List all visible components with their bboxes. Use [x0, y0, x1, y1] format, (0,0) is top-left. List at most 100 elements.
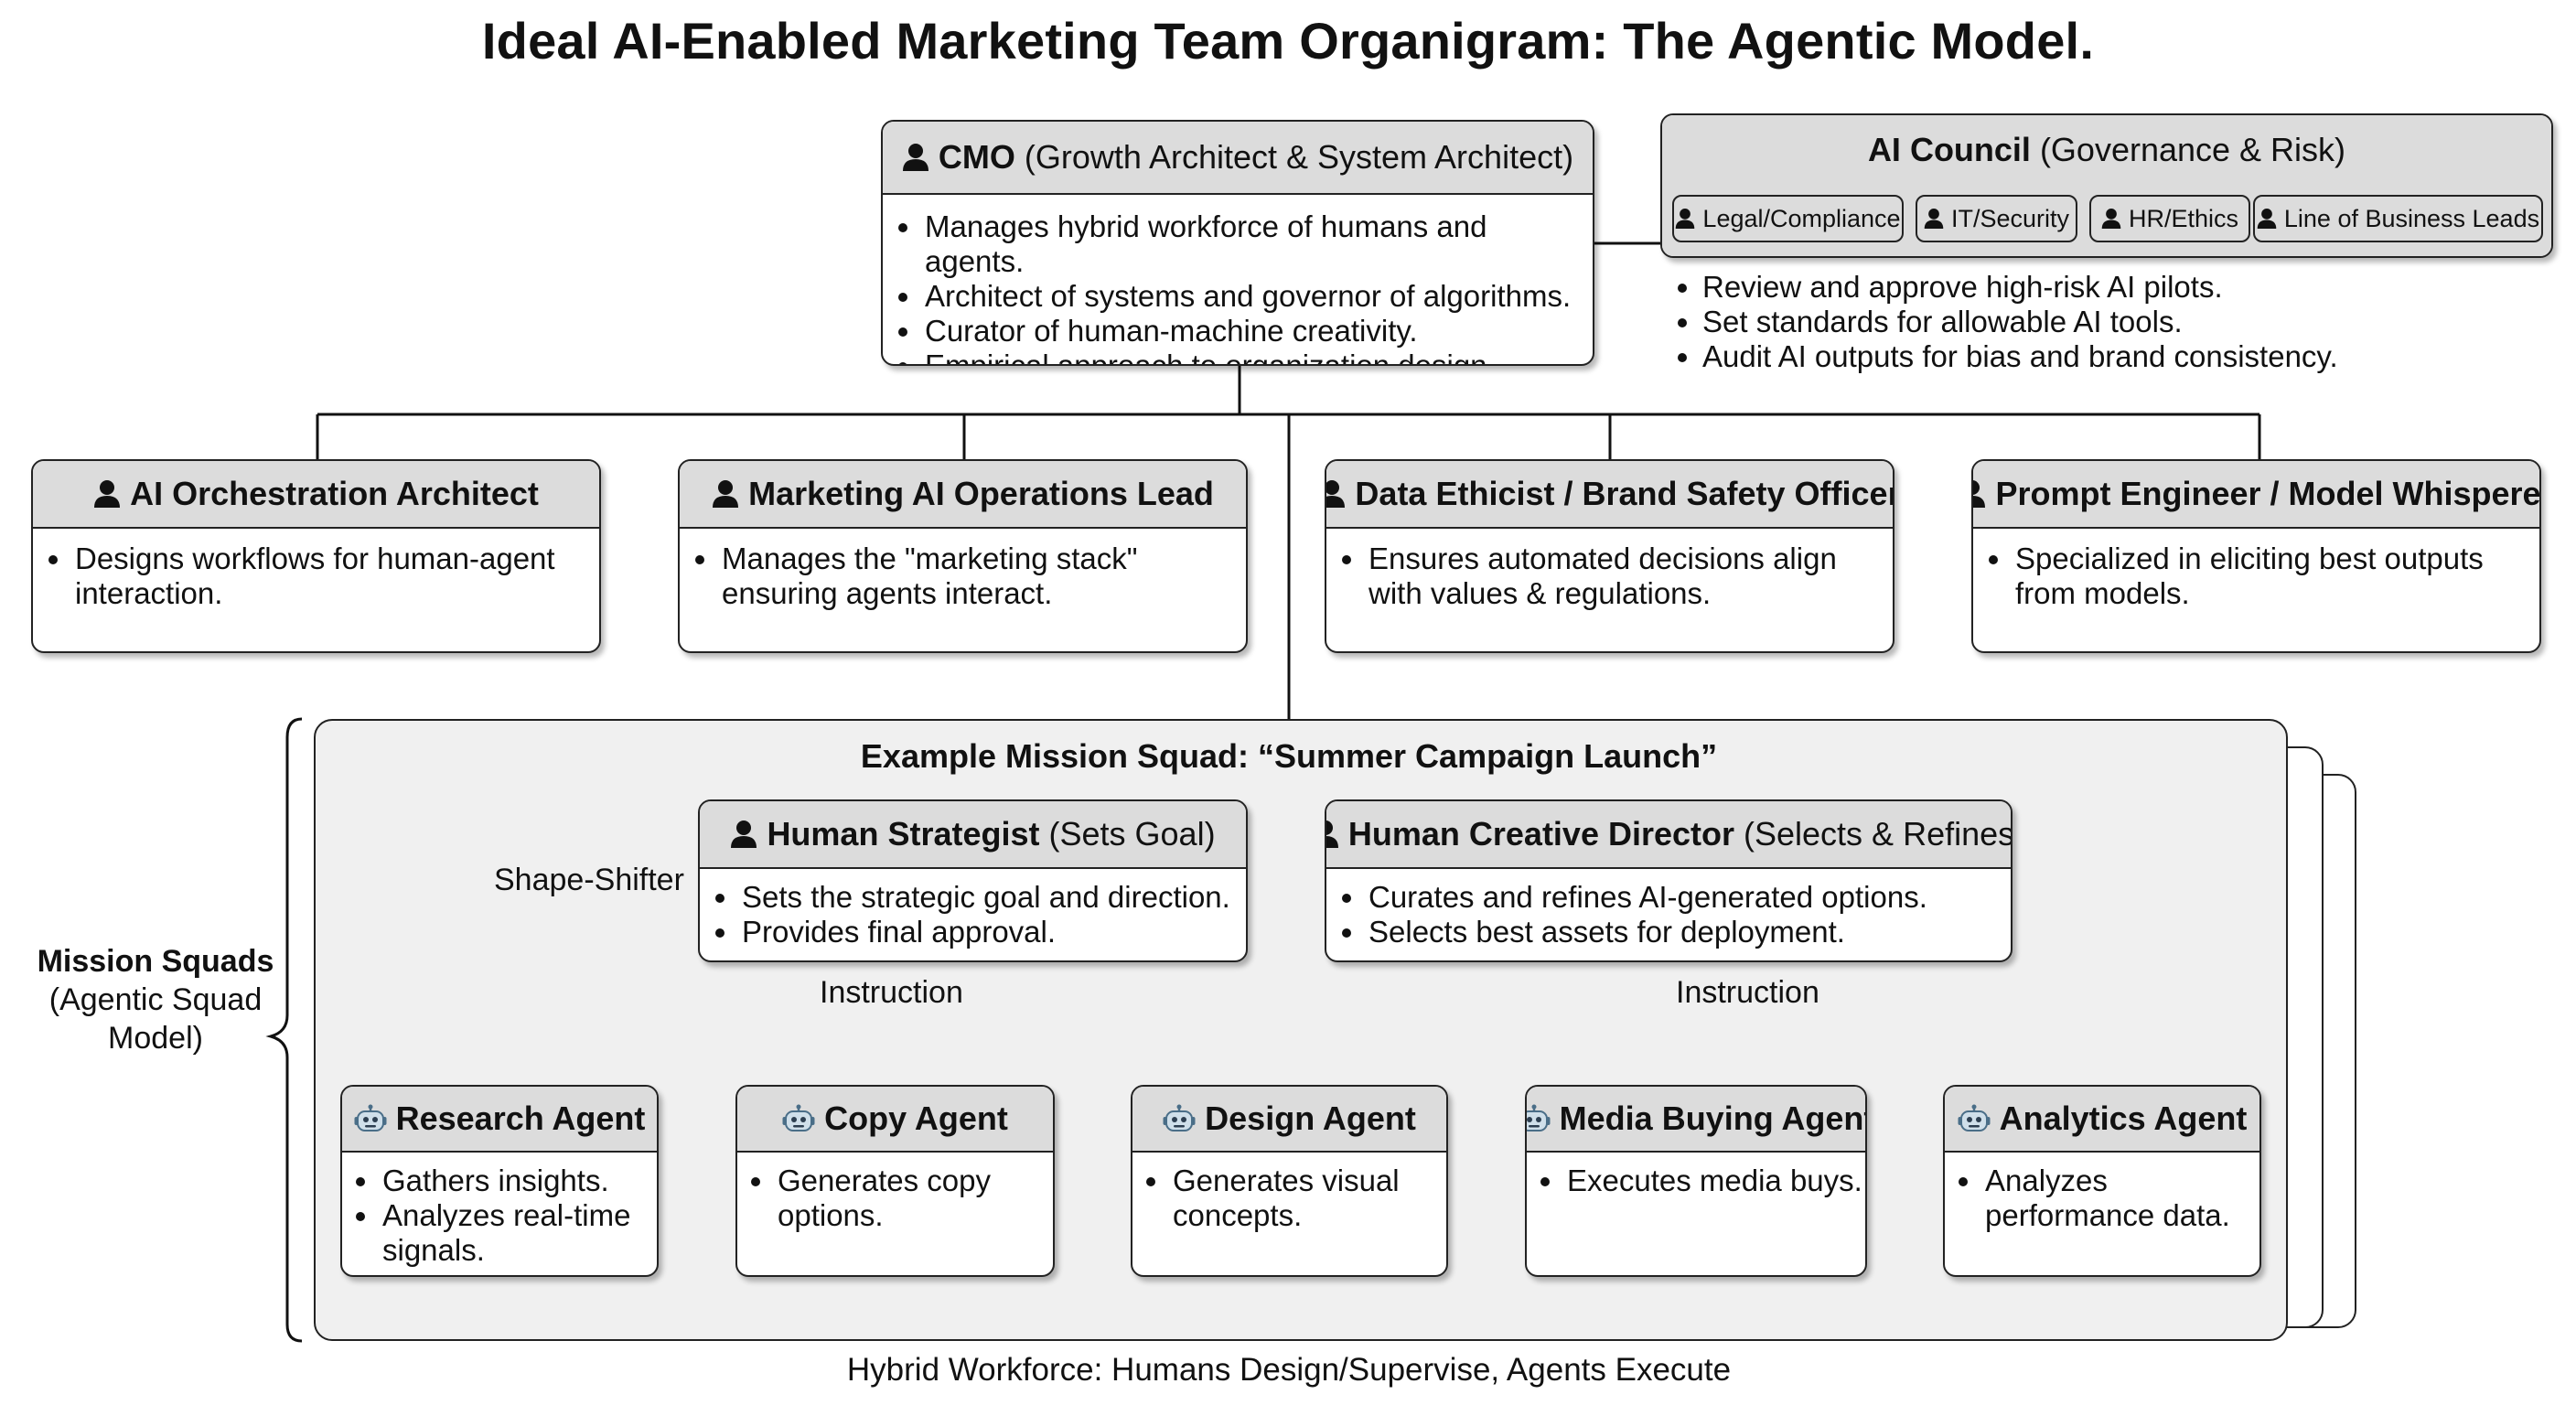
agent-bullets: Analyzes performance data. — [1945, 1164, 2259, 1233]
agent-name: Copy Agent — [824, 1099, 1008, 1137]
human-creative-director-box: Human Creative Director (Selects & Refin… — [1325, 799, 2012, 962]
strategist-bullets: Sets the strategic goal and direction. P… — [700, 880, 1246, 949]
strategist-header: Human Strategist (Sets Goal) — [700, 801, 1246, 869]
agent-header: Design Agent — [1132, 1087, 1446, 1153]
agent-header: Copy Agent — [737, 1087, 1053, 1153]
robot-icon — [354, 1104, 387, 1133]
person-icon — [1326, 820, 1339, 849]
council-member-label: Legal/Compliance — [1702, 204, 1901, 232]
council-member-legal: Legal/Compliance — [1672, 195, 1904, 242]
role-bullets: Ensures automated decisions align with v… — [1326, 542, 1893, 611]
council-member-lob-leads: Line of Business Leads — [2253, 195, 2543, 242]
person-icon — [93, 479, 121, 509]
creative-director-bullet: Curates and refines AI-generated options… — [1367, 880, 2011, 915]
role-title: Marketing AI Operations Lead — [748, 475, 1214, 512]
cmo-bullet: Curator of human-machine creativity. — [923, 314, 1593, 349]
cmo-box: CMO (Growth Architect & System Architect… — [881, 120, 1594, 366]
person-icon — [712, 479, 739, 509]
cmo-bullet: Manages hybrid workforce of humans and a… — [923, 209, 1593, 279]
agent-name: Design Agent — [1205, 1099, 1416, 1137]
person-icon — [730, 820, 757, 849]
mission-squads-sub: (Agentic Squad — [48, 982, 263, 1017]
agent-bullets: Generates copy options. — [737, 1164, 1053, 1233]
agent-bullet: Gathers insights. — [381, 1164, 657, 1198]
agent-bullet: Analyzes performance data. — [1983, 1164, 2259, 1233]
agent-bullets: Executes media buys. — [1527, 1164, 1865, 1198]
agent-name: Analytics Agent — [1999, 1099, 2248, 1137]
strategist-bullet: Provides final approval. — [740, 915, 1246, 949]
agent-bullet: Executes media buys. — [1565, 1164, 1865, 1198]
human-strategist-box: Human Strategist (Sets Goal) Sets the st… — [698, 799, 1248, 962]
strategist-name: Human Strategist — [767, 815, 1040, 853]
person-icon — [2101, 208, 2121, 230]
council-member-hr-ethics: HR/Ethics — [2089, 195, 2250, 242]
mission-squads-label: Mission Squads (Agentic Squad Model) — [18, 942, 293, 1057]
council-member-label: Line of Business Leads — [2283, 204, 2540, 232]
role-title: Data Ethicist / Brand Safety Officer — [1355, 475, 1894, 512]
role-prompt-engineer: Prompt Engineer / Model Whisperer Specia… — [1971, 459, 2541, 653]
role-desc: Designs workflows for human-agent intera… — [73, 542, 599, 611]
agent-header: Research Agent — [342, 1087, 657, 1153]
person-icon — [1675, 208, 1695, 230]
strategist-qualifier: (Sets Goal) — [1048, 815, 1216, 853]
instruction-label-right: Instruction — [1676, 975, 1819, 1010]
person-icon — [1973, 479, 1986, 509]
shape-shifter-label: Shape-Shifter — [494, 863, 684, 897]
cmo-bullet: Architect of systems and governor of alg… — [923, 279, 1593, 314]
agent-bullet: Generates visual concepts. — [1171, 1164, 1446, 1233]
role-desc: Specialized in eliciting best outputs fr… — [2013, 542, 2539, 611]
ai-council-bullet: Review and approve high-risk AI pilots. — [1702, 270, 2557, 305]
robot-icon — [1958, 1104, 1991, 1133]
person-icon — [1924, 208, 1944, 230]
person-icon — [1326, 479, 1346, 509]
agent-header: Media Buying Agent — [1527, 1087, 1865, 1153]
agent-bullet: Analyzes real-time signals. — [381, 1198, 657, 1268]
role-title: Prompt Engineer / Model Whisperer — [1995, 475, 2541, 512]
page-title: Ideal AI-Enabled Marketing Team Organigr… — [481, 12, 2095, 70]
agent-header: Analytics Agent — [1945, 1087, 2259, 1153]
agent-name: Media Buying Agent — [1559, 1099, 1867, 1137]
agent-design: Design Agent Generates visual concepts. — [1131, 1085, 1448, 1277]
council-member-label: IT/Security — [1950, 204, 2070, 232]
council-member-it-security: IT/Security — [1916, 195, 2077, 242]
robot-icon — [1527, 1104, 1551, 1133]
agent-bullets: Generates visual concepts. — [1132, 1164, 1446, 1233]
ai-council-qualifier: (Governance & Risk) — [2039, 131, 2346, 168]
role-bullets: Designs workflows for human-agent intera… — [33, 542, 599, 611]
agent-bullets: Gathers insights. Analyzes real-time sig… — [342, 1164, 657, 1268]
role-data-ethicist: Data Ethicist / Brand Safety Officer Ens… — [1325, 459, 1894, 653]
role-desc: Ensures automated decisions align with v… — [1367, 542, 1893, 611]
cmo-role: CMO — [938, 138, 1015, 176]
instruction-label-left: Instruction — [820, 975, 963, 1010]
squad-title: Example Mission Squad: “Summer Campaign … — [860, 737, 1718, 775]
cmo-header: CMO (Growth Architect & System Architect… — [883, 122, 1593, 195]
ai-council-bullet: Audit AI outputs for bias and brand cons… — [1702, 339, 2557, 374]
robot-icon — [1163, 1104, 1196, 1133]
role-desc: Manages the "marketing stack" ensuring a… — [720, 542, 1246, 611]
agent-research: Research Agent Gathers insights. Analyze… — [340, 1085, 659, 1277]
creative-director-name: Human Creative Director — [1347, 815, 1735, 853]
creative-director-qualifier: (Selects & Refines) — [1744, 815, 2012, 853]
role-bullets: Specialized in eliciting best outputs fr… — [1973, 542, 2539, 611]
creative-director-bullets: Curates and refines AI-generated options… — [1326, 880, 2011, 949]
ai-council-bullet: Set standards for allowable AI tools. — [1702, 305, 2557, 339]
agent-bullet: Generates copy options. — [776, 1164, 1053, 1233]
agent-media-buying: Media Buying Agent Executes media buys. — [1525, 1085, 1867, 1277]
role-bullets: Manages the "marketing stack" ensuring a… — [680, 542, 1246, 611]
robot-icon — [782, 1104, 815, 1133]
role-marketing-ai-operations-lead: Marketing AI Operations Lead Manages the… — [678, 459, 1248, 653]
person-icon — [902, 143, 929, 172]
role-ai-orchestration-architect: AI Orchestration Architect Designs workf… — [31, 459, 601, 653]
agent-analytics: Analytics Agent Analyzes performance dat… — [1943, 1085, 2261, 1277]
mission-squads-sub: Model) — [108, 1021, 203, 1056]
creative-director-bullet: Selects best assets for deployment. — [1367, 915, 2011, 949]
cmo-bullet: Empirical approach to organization desig… — [923, 349, 1593, 364]
person-icon — [2257, 208, 2277, 230]
mission-squads-title: Mission Squads — [37, 944, 274, 979]
role-header: Marketing AI Operations Lead — [680, 461, 1246, 529]
role-header: Data Ethicist / Brand Safety Officer — [1326, 461, 1893, 529]
agent-name: Research Agent — [395, 1099, 646, 1137]
agent-copy: Copy Agent Generates copy options. — [735, 1085, 1055, 1277]
ai-council-name: AI Council — [1867, 131, 2031, 168]
council-member-label: HR/Ethics — [2128, 204, 2239, 232]
